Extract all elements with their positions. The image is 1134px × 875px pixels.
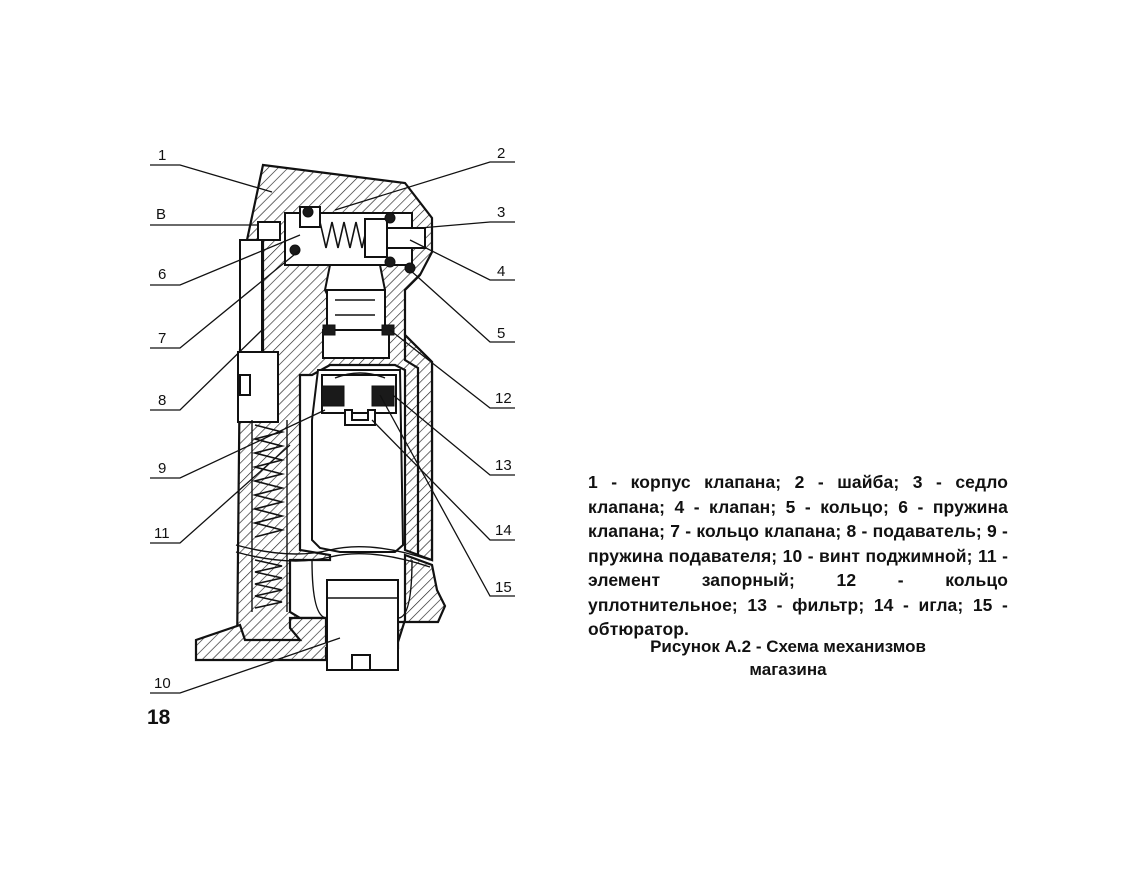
lower-cavity — [311, 369, 405, 553]
callout-7: 7 — [158, 330, 166, 347]
callout-12: 12 — [495, 390, 512, 407]
page-number: 18 — [147, 706, 171, 729]
caption-line-2: магазина — [749, 660, 827, 679]
leader-15 — [379, 394, 515, 597]
leader-4 — [409, 239, 515, 281]
leader-9 — [150, 409, 326, 479]
figure-caption: Рисунок А.2 - Схема механизмов магазина — [588, 635, 988, 681]
leader-10 — [150, 637, 341, 694]
caption-line-1: Рисунок А.2 - Схема механизмов — [650, 637, 926, 656]
leader-2 — [334, 161, 515, 211]
central-stem — [322, 289, 395, 359]
leader-3 — [419, 221, 515, 229]
leader-11 — [150, 444, 291, 544]
callout-6: 6 — [158, 266, 166, 283]
callout-10: 10 — [154, 675, 171, 692]
callout-1: 1 — [158, 147, 166, 164]
bottom-screw — [311, 559, 413, 671]
callout-5: 5 — [497, 325, 505, 342]
leader-14 — [371, 419, 515, 541]
callout-11: 11 — [154, 525, 170, 542]
callout-3: 3 — [497, 204, 505, 221]
feeder-column — [235, 239, 431, 612]
callout-labels: 1 2 B 3 6 4 7 5 8 12 9 13 11 14 15 10 — [154, 145, 512, 692]
leader-6 — [150, 234, 301, 286]
callout-15: 15 — [495, 579, 512, 596]
leader-8 — [150, 329, 263, 411]
leader-5 — [409, 269, 515, 343]
leader-1 — [150, 164, 273, 193]
callout-9: 9 — [158, 460, 166, 477]
callout-8: 8 — [158, 392, 166, 409]
leader-lines — [150, 161, 515, 694]
feeder-spring — [251, 424, 286, 538]
callout-13: 13 — [495, 457, 512, 474]
callout-b: B — [156, 206, 166, 223]
leader-7 — [150, 249, 301, 349]
callout-4: 4 — [497, 263, 505, 280]
callout-14: 14 — [495, 522, 512, 539]
callout-2: 2 — [497, 145, 505, 162]
valve-spring — [319, 221, 369, 249]
leader-12 — [389, 329, 515, 409]
leader-13 — [392, 394, 515, 476]
parts-legend: 1 - корпус клапана; 2 - шайба; 3 - седло… — [588, 472, 1008, 639]
